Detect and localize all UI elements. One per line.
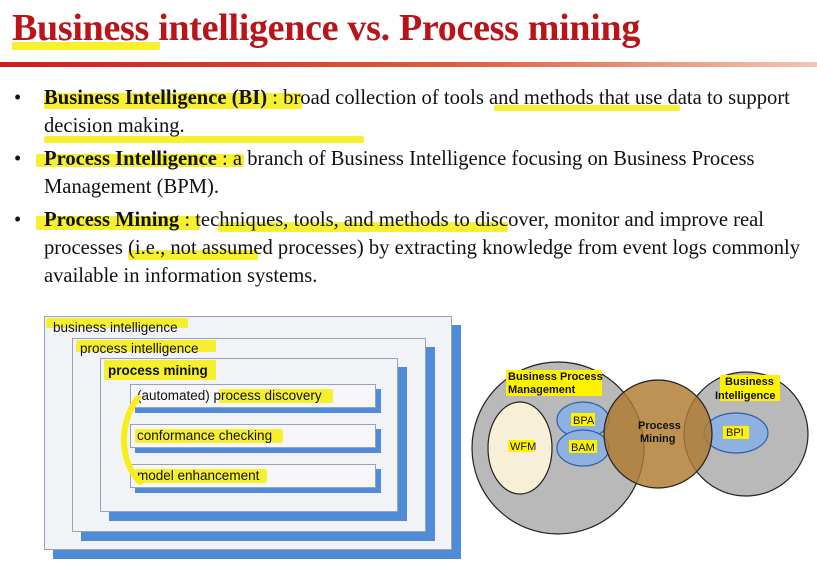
item-model-enhancement: model enhancement [130, 464, 376, 488]
term-bi: Business Intelligence (BI) [44, 87, 268, 109]
bullet-text: : broad collection of [267, 87, 444, 109]
venn-diagram: Business Process Management Business Int… [471, 361, 809, 535]
label-bpi: BPI [726, 427, 744, 439]
title-divider [0, 62, 817, 67]
label-pm-line2: Mining [640, 433, 675, 445]
label-bam: BAM [571, 442, 595, 454]
bullet-pm: • Process Mining : techniques, tools, an… [14, 206, 814, 290]
bracket-annotation [121, 395, 143, 485]
item-label: model enhancement [137, 468, 260, 483]
label-highlight [46, 318, 188, 328]
circle-process-mining [603, 379, 713, 489]
venn-highlight [723, 426, 749, 439]
highlight-decision [44, 136, 364, 143]
label-highlight [76, 340, 216, 352]
venn-highlight [571, 413, 595, 426]
label-process-intelligence: process intelligence [80, 341, 199, 356]
bullet-text: (i.e., not assumed processes) by extract… [44, 237, 801, 287]
label-highlight [219, 389, 333, 403]
title-highlight [12, 42, 160, 50]
bullet-dot: • [14, 148, 22, 170]
label-bpa: BPA [573, 415, 595, 427]
highlight-pi [36, 154, 244, 167]
label-bi-line2: Intelligence [715, 390, 776, 402]
highlight-pm [36, 216, 200, 230]
bullet-dot: • [14, 209, 22, 231]
label-process-mining: process mining [108, 363, 208, 378]
venn-highlight [508, 440, 534, 452]
term-pm: Process Mining [44, 209, 180, 231]
highlight-techniques [218, 222, 508, 232]
term-pi: Process Intelligence [44, 148, 217, 170]
bullet-text: : techniques, tools, and methods to disc… [179, 209, 734, 231]
bullet-bi: • Business Intelligence (BI) : broad col… [14, 84, 814, 140]
label-bi-line1: Business [725, 376, 774, 388]
venn-highlight [569, 440, 597, 453]
venn-highlight [720, 375, 780, 401]
bullet-text: : a branch of Business Intelligence focu… [44, 148, 755, 198]
label-wfm: WFM [510, 441, 536, 453]
bullet-text: that use data to support decision making… [44, 87, 790, 137]
label-highlight [135, 429, 283, 443]
bullet-dot: • [14, 87, 22, 109]
item-conformance-checking: conformance checking [130, 424, 376, 448]
highlight-real-processes [128, 250, 258, 260]
item-process-discovery: (automated) process discovery [130, 384, 376, 408]
bullet-text-emph: tools and methods [443, 87, 594, 109]
bullet-text-emph: real processes [44, 209, 765, 259]
label-business-intelligence: business intelligence [53, 320, 178, 335]
venn-highlight [506, 370, 602, 396]
item-label: (automated) process discovery [137, 388, 322, 403]
highlight-tools-methods [494, 105, 680, 111]
label-bpm-line2: Management [508, 384, 576, 396]
label-highlight [104, 360, 216, 380]
label-pm-line1: Process [638, 420, 681, 432]
bullet-list: • Business Intelligence (BI) : broad col… [14, 84, 814, 295]
highlight-bi [44, 93, 302, 109]
label-highlight [135, 469, 267, 483]
item-label: conformance checking [137, 428, 273, 443]
bullet-pi: • Process Intelligence : a branch of Bus… [14, 145, 814, 201]
label-bpm-line1: Business Process [508, 371, 603, 383]
